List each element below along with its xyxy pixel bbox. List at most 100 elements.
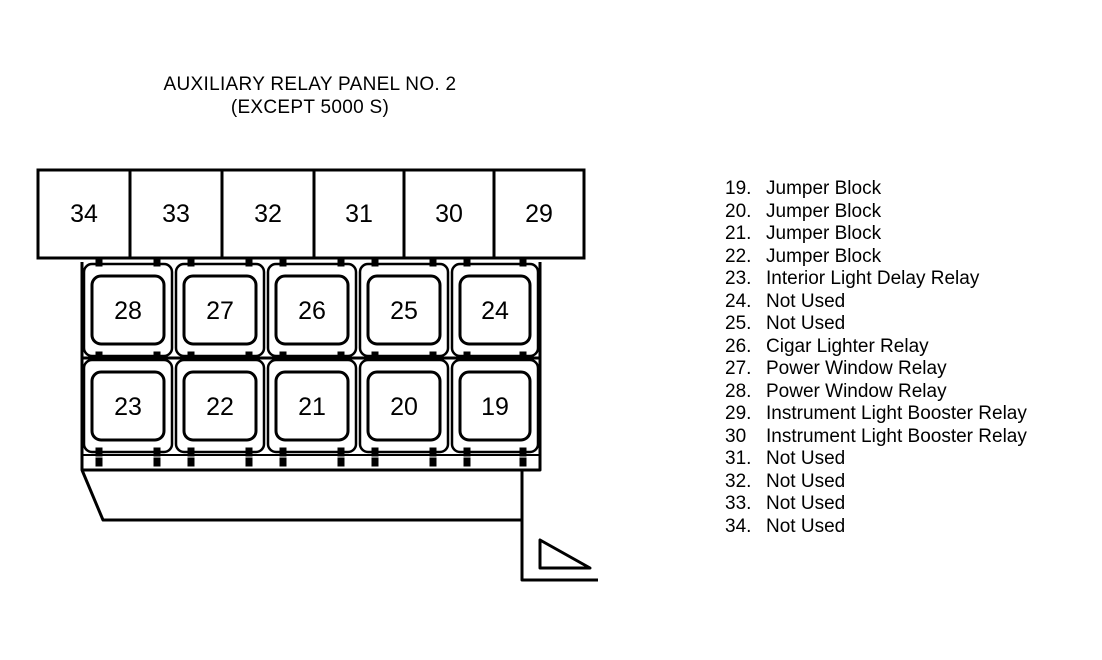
diagram-subtitle: (EXCEPT 5000 S) [230,97,390,118]
relay-clip [245,457,253,467]
relay-clip [245,257,253,267]
legend-number: 24. [725,290,752,312]
relay-slot-34: 34 [36,168,132,260]
legend-number: 28. [725,380,752,402]
relay-number: 29 [525,200,553,228]
relay-clip [371,447,379,457]
legend-label: Instrument Light Booster Relay [766,425,1027,447]
legend-item: 24. Not Used [725,291,1027,314]
mounting-tab [520,520,598,582]
relay-slot-23: 23 [82,358,174,454]
relay-socket [266,262,358,358]
legend-item: 26.Cigar Lighter Relay [725,336,1027,359]
relay-clip [187,351,195,361]
relay-number: 25 [390,297,418,325]
relay-clip [337,257,345,267]
legend-item: 27.Power Window Relay [725,358,1027,381]
relay-number: 26 [298,297,326,325]
relay-clip [187,257,195,267]
legend-label: Not Used [766,493,846,514]
relay-socket [174,262,266,358]
relay-body [182,274,258,346]
relay-socket [358,358,450,454]
relay-clip [245,351,253,361]
relay-clip [95,257,103,267]
relay-clip [95,457,103,467]
relay-socket [82,262,174,358]
legend-number: 20. [725,200,752,222]
legend-number: 32. [725,470,752,492]
relay-clip [429,257,437,267]
relay-slot-31: 31 [312,168,406,260]
relay-body [366,274,442,346]
legend-label: Jumper Block [766,178,882,199]
relay-clip [371,457,379,467]
relay-slot-26: 26 [266,262,358,358]
relay-clip [463,351,471,361]
relay-clip [153,257,161,267]
legend-label: Not Used [766,290,846,312]
relay-socket [450,262,540,358]
relay-slot-20: 20 [358,358,450,454]
relay-clip [279,257,287,267]
relay-clip [187,457,195,467]
relay-number: 27 [206,297,234,325]
legend-item: 20.Jumper Block [725,201,1027,224]
relay-body [458,370,532,442]
legend-number: 31. [725,448,752,469]
legend-number: 22. [725,245,752,267]
relay-socket [266,358,358,454]
legend-number: 21. [725,223,752,244]
relay-clip [95,351,103,361]
relay-number: 33 [162,200,190,228]
legend-number: 23. [725,268,752,289]
relay-slot-27: 27 [174,262,266,358]
legend-label: Interior Light Delay Relay [766,268,980,289]
relay-slot-32: 32 [220,168,316,260]
legend-label: Not Used [766,313,846,334]
legend-label: Power Window Relay [766,380,947,402]
relay-clip [371,351,379,361]
legend-label: Not Used [766,515,846,537]
legend-number: 27. [725,358,752,379]
legend-item: 31. Not Used [725,448,1027,471]
legend-item: 23. Interior Light Delay Relay [725,268,1027,291]
relay-body [458,274,532,346]
relay-clip [279,351,287,361]
legend-label: Not Used [766,448,846,469]
relay-socket [82,358,174,454]
diagram-title: AUXILIARY RELAY PANEL NO. 2 [163,74,457,95]
relay-number: 22 [206,393,234,421]
relay-clip [463,257,471,267]
relay-clip [337,447,345,457]
relay-clip [153,457,161,467]
legend-item: 25. Not Used [725,313,1027,336]
relay-body [274,274,350,346]
relay-clip [429,351,437,361]
relay-number: 34 [70,200,98,228]
legend-number: 29. [725,403,752,424]
legend-item: 22.Jumper Block [725,246,1027,269]
relay-body [274,370,350,442]
legend-label: Not Used [766,470,846,492]
relay-clip [279,457,287,467]
legend-number: 25. [725,313,752,334]
relay-clip [371,257,379,267]
relay-clip [153,447,161,457]
relay-clip [519,447,527,457]
relay-socket [450,358,540,454]
legend-item: 29.Instrument Light Booster Relay [725,403,1027,426]
relay-number: 31 [345,200,373,228]
relay-body [90,274,166,346]
relay-body [366,370,442,442]
legend-number: 34. [725,515,752,537]
relay-number: 21 [298,393,326,421]
legend-label: Cigar Lighter Relay [766,335,929,357]
relay-body [90,370,166,442]
relay-number: 23 [114,393,142,421]
